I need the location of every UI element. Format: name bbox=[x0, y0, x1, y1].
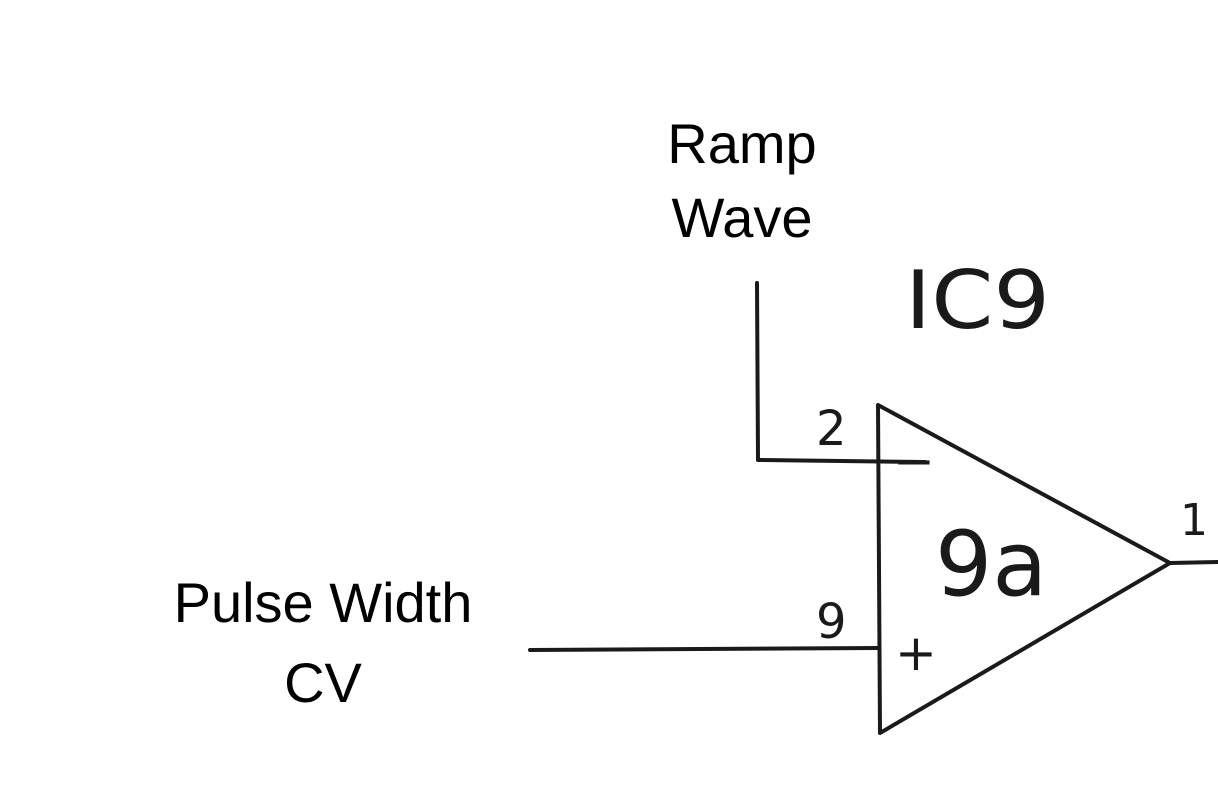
ramp-wave-label-line2: Wave bbox=[671, 186, 812, 249]
inverting-sign: − bbox=[893, 432, 935, 490]
ic-name-label: IC9 bbox=[905, 254, 1050, 347]
output-wire bbox=[1168, 560, 1218, 565]
ramp-wave-wire bbox=[755, 281, 927, 464]
pulse-width-wire bbox=[528, 646, 880, 652]
pin-1-label: 1 bbox=[1180, 495, 1208, 546]
pin-9-label: 9 bbox=[816, 594, 847, 650]
opamp-triangle bbox=[876, 403, 1172, 735]
pulse-width-label-line1: Pulse Width bbox=[174, 571, 473, 634]
ramp-wave-label-line1: Ramp bbox=[667, 112, 816, 175]
noninverting-sign: + bbox=[895, 624, 937, 682]
pin-2-label: 2 bbox=[816, 401, 847, 457]
opamp-name-label: 9a bbox=[935, 512, 1047, 617]
pulse-width-label-line2: CV bbox=[284, 651, 362, 714]
